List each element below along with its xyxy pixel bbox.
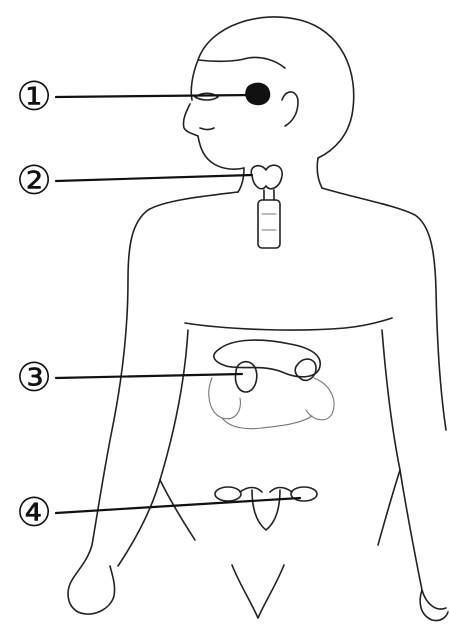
waist-line	[185, 318, 392, 330]
ear	[282, 92, 298, 126]
adrenal-left	[235, 362, 256, 392]
label-2: ②	[14, 161, 54, 201]
hip-line	[160, 470, 400, 545]
thymus	[258, 200, 280, 248]
thyroid-gland	[251, 165, 282, 189]
intestine-outline	[222, 416, 312, 429]
label-1: ①	[14, 77, 54, 117]
fallopian-tubes	[240, 488, 292, 493]
pointer-line-1	[56, 95, 252, 97]
uterus	[252, 490, 280, 530]
pointer-line-3	[56, 374, 242, 378]
pancreas	[214, 340, 320, 377]
label-4: ④	[14, 493, 54, 533]
ovary-left	[215, 487, 241, 501]
legs-v	[232, 565, 284, 618]
kidney-left	[209, 378, 241, 419]
pointer-line-4	[56, 498, 300, 513]
mouth	[200, 128, 214, 130]
pointer-line-2	[56, 175, 252, 181]
left-arm-inner	[118, 330, 188, 566]
kidney-right	[306, 378, 334, 420]
hair-fringe	[198, 57, 285, 68]
right-arm-inner	[382, 330, 446, 609]
label-3: ③	[14, 358, 54, 398]
